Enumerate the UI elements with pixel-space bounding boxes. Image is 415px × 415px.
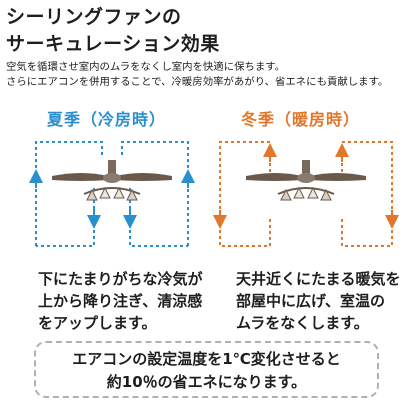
ceiling-fan-icon (52, 160, 172, 201)
summer-heading: 夏季（冷房時） (47, 110, 167, 129)
intro-line-1: 空気を循環させ室内のムラをなくし室内を快適に保ちます。 (6, 61, 285, 73)
summer-airflow-diagram (29, 141, 195, 247)
winter-left-loop (219, 141, 271, 247)
page-title: シーリングファンの サーキュレーション効果 (6, 4, 220, 58)
intro-line-2: さらにエアコンを併用することで、冷暖房効率があがり、省エネにも貢献します。 (6, 75, 389, 88)
ceiling-fan-icon (246, 160, 366, 201)
summer-desc-line-1: 下にたまりがちな冷気が (38, 270, 203, 288)
winter-description: 天井近くにたまる暖気を 部屋中に広げ、室温の ムラをなくします。 (236, 268, 401, 334)
winter-airflow-diagram (213, 141, 399, 247)
summer-desc-line-2: 上から降り注ぎ、清涼感 (38, 292, 203, 310)
note-line-2: 約10％の省エネになります。 (106, 373, 307, 391)
energy-saving-note: エアコンの設定温度を1℃変化させると 約10％の省エネになります。 (34, 341, 379, 398)
winter-diagram (206, 118, 406, 260)
intro-text: 空気を循環させ室内のムラをなくし室内を快適に保ちます。 さらにエアコンを併用する… (6, 60, 388, 89)
summer-diagram (12, 118, 212, 260)
summer-right-down (129, 188, 188, 247)
title-line-1: シーリングファンの (6, 6, 182, 28)
winter-desc-line-1: 天井近くにたまる暖気を (236, 270, 401, 288)
note-line-1: エアコンの設定温度を1℃変化させると (72, 350, 341, 368)
winter-right-loop (341, 141, 393, 247)
winter-desc-line-2: 部屋中に広げ、室温の (236, 292, 385, 310)
summer-desc-line-3: をアップします。 (38, 314, 157, 332)
winter-heading: 冬季（暖房時） (241, 110, 361, 129)
summer-description: 下にたまりがちな冷気が 上から降り注ぎ、清涼感 をアップします。 (38, 268, 203, 334)
winter-desc-line-3: ムラをなくします。 (236, 314, 369, 332)
title-line-2: サーキュレーション効果 (6, 33, 220, 55)
summer-left-down (36, 188, 95, 247)
